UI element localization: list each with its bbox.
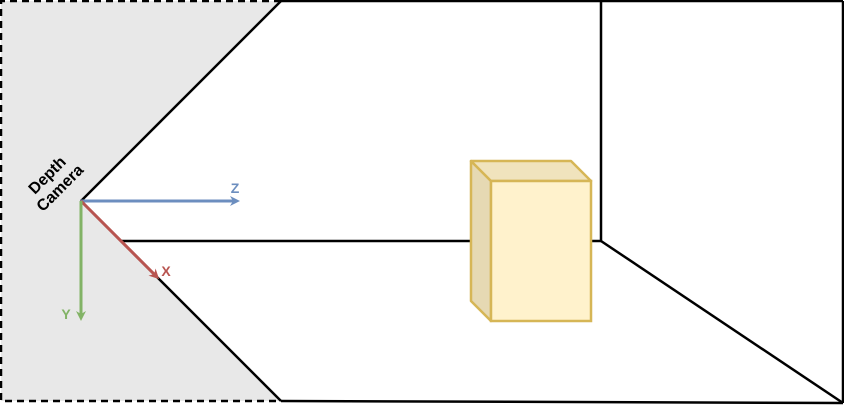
x-axis-arrow xyxy=(79,199,160,280)
camera-region xyxy=(1,1,281,401)
y-axis-label: Y xyxy=(61,306,71,322)
x-axis-label: X xyxy=(161,263,171,279)
box-object xyxy=(469,159,593,323)
floor-right-edge xyxy=(600,239,844,405)
box-top-face xyxy=(469,159,593,183)
box-front-face xyxy=(489,179,593,323)
frustum-upper-ray xyxy=(80,0,282,202)
box-side-face xyxy=(469,159,493,323)
camera-region-border xyxy=(0,0,281,403)
frustum-bottom-edge xyxy=(280,399,844,405)
z-axis-label: Z xyxy=(231,180,240,196)
